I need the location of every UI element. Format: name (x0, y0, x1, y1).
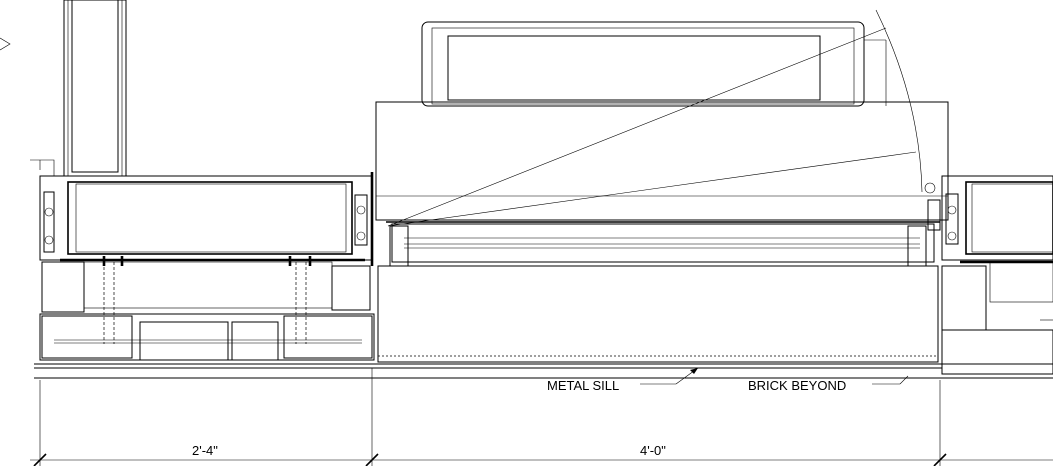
floor-lines (34, 363, 1053, 379)
leader-arrow-icon (0, 37, 11, 51)
left-mesh-zone (41, 256, 371, 344)
left-wall-above (63, 0, 127, 177)
right-wall (941, 175, 1053, 375)
label-metal-sill: METAL SILL (547, 378, 619, 393)
dimension-center: 4'-0" (640, 443, 666, 458)
left-insulated-panel (30, 159, 374, 266)
dimension-line (30, 368, 1053, 466)
callout-leaders (640, 367, 909, 385)
window-unit (375, 9, 949, 267)
label-brick-beyond: BRICK BEYOND (748, 378, 846, 393)
left-lower-blocks (39, 313, 375, 361)
dimension-left: 2'-4" (192, 443, 218, 458)
metal-sill (377, 265, 939, 363)
